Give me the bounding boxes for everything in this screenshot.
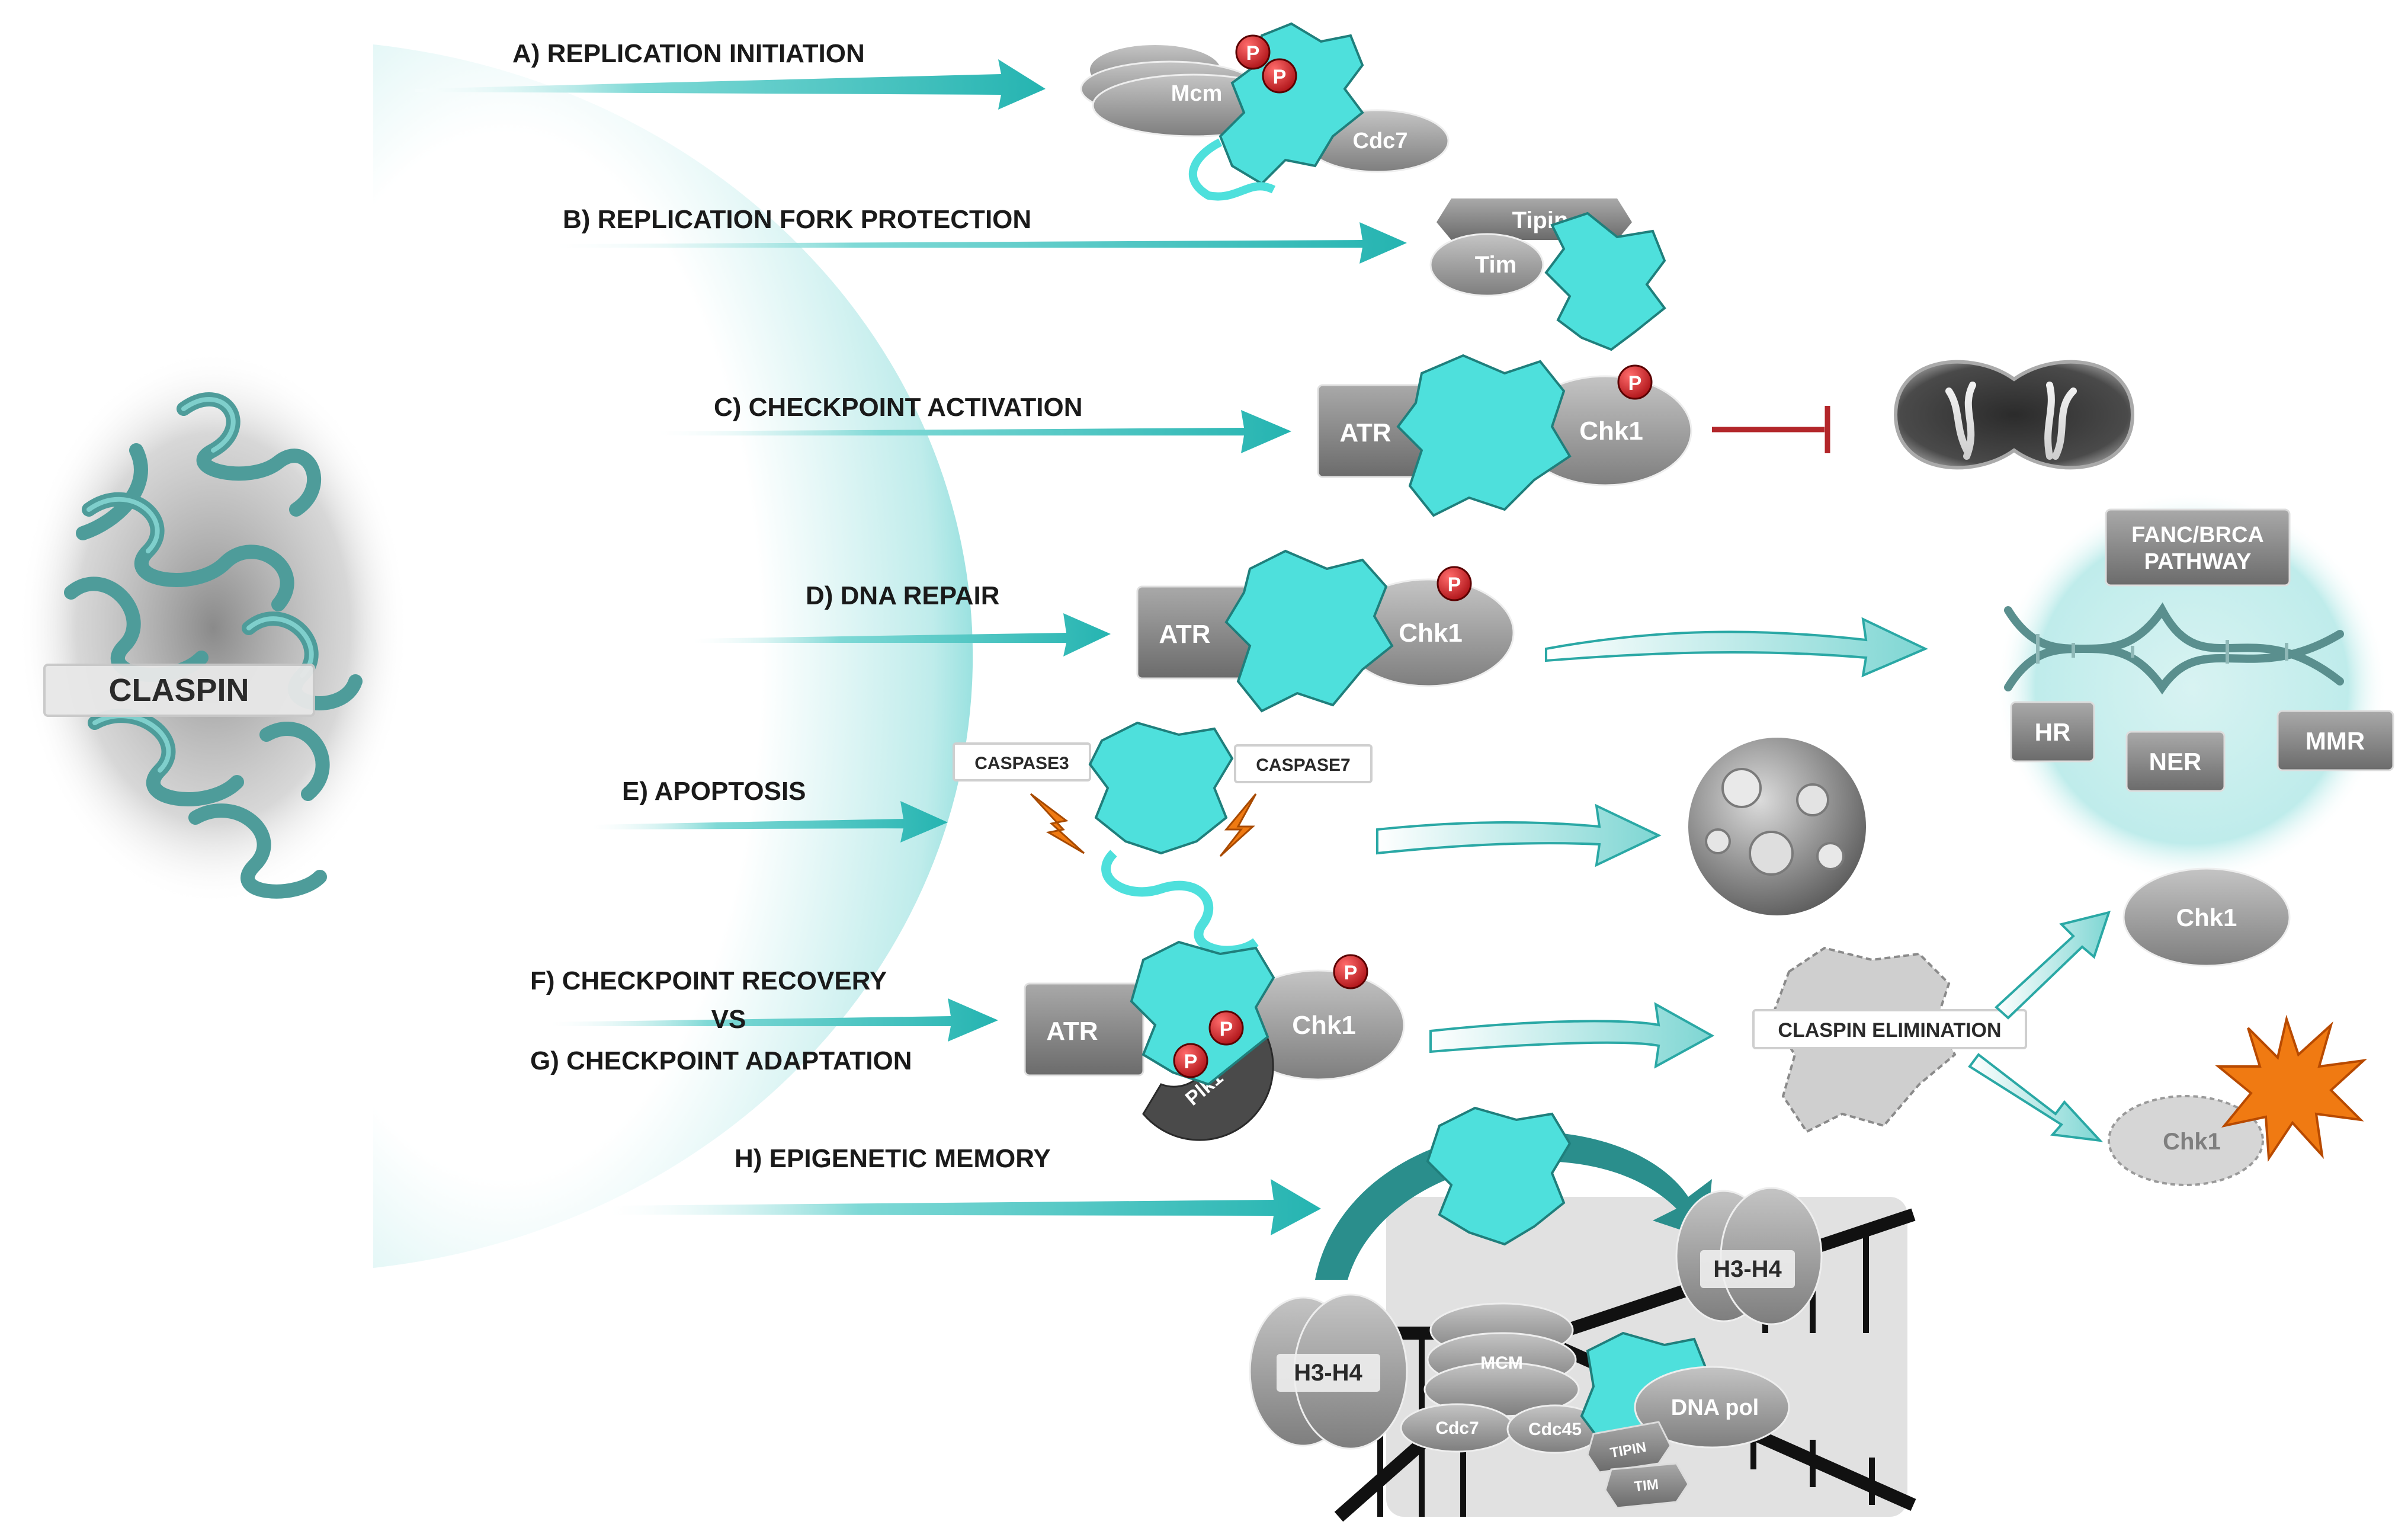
claspin-mini-d (1224, 549, 1394, 713)
to-chk1-arrow (1995, 911, 2111, 1020)
phospho-fg2-label: P (1184, 1050, 1198, 1073)
histone-transfer-arrow (1315, 1131, 1712, 1280)
hr-label: HR (2035, 718, 2071, 746)
cdc7-label-h: Cdc7 (1435, 1418, 1479, 1438)
claspin-mini-h (1426, 1106, 1572, 1246)
chk1-label-c: Chk1 (1579, 417, 1643, 446)
claspin-mini-a (1188, 22, 1364, 201)
tim-protein (1429, 233, 1544, 297)
apoptotic-cell (1688, 738, 1866, 915)
degradation-burst (2215, 1014, 2368, 1162)
repair-arrow (1545, 617, 1928, 678)
phospho-d-label: P (1448, 574, 1461, 596)
pathway-b-label: B) REPLICATION FORK PROTECTION (563, 205, 1031, 234)
chk1-label-d: Chk1 (1399, 619, 1463, 648)
atr-label-fg: ATR (1046, 1017, 1098, 1046)
histone-h3h4-left-label: H3-H4 (1294, 1360, 1362, 1386)
atr-label-c: ATR (1339, 418, 1391, 447)
phospho-c (1617, 364, 1653, 400)
inhibition-arrow (1712, 406, 1830, 453)
pathway-b-fork-protection: B) REPLICATION FORK PROTECTION Tipin Tim (557, 198, 1666, 351)
claspin-label: CLASPIN (108, 672, 249, 708)
pathway-e-label: E) APOPTOSIS (622, 777, 806, 806)
chk1-label-fg: Chk1 (1292, 1011, 1356, 1040)
pathway-g-label: G) CHECKPOINT ADAPTATION (530, 1046, 912, 1075)
chk1-degraded-label: Chk1 (2163, 1129, 2221, 1155)
apoptosis-arrow (1376, 803, 1662, 867)
tim-protein-h (1604, 1462, 1689, 1509)
mmr-label: MMR (2306, 727, 2365, 755)
repair-pathways: FANC/BRCA PATHWAY HR NER MMR (1996, 492, 2394, 883)
pathway-c-label: C) CHECKPOINT ACTIVATION (714, 393, 1083, 422)
mcm-label: Mcm (1171, 81, 1223, 106)
cdc7-label: Cdc7 (1353, 129, 1408, 153)
pathway-a-replication-initiation: A) REPLICATION INITIATION Mcm Cdc7 P P (415, 22, 1450, 201)
chk1-degraded (2108, 1095, 2264, 1186)
chk1-free (2122, 867, 2291, 967)
phospho-fg1-label: P (1220, 1018, 1233, 1040)
pathway-a-label: A) REPLICATION INITIATION (512, 39, 865, 68)
pathway-e-apoptosis: E) APOPTOSIS CASPASE3 CASPASE7 (592, 721, 1866, 956)
tim-label: Tim (1475, 252, 1516, 278)
pathway-h-epigenetic-memory: H) EPIGENETIC MEMORY H3-H4 H3-H (610, 1106, 1916, 1522)
claspin-structure: CLASPIN (18, 350, 409, 907)
pathway-fan (373, 44, 973, 1268)
mitotic-cell (1893, 360, 2135, 470)
phospho-c-label: P (1628, 372, 1642, 395)
phospho-a1 (1235, 34, 1271, 70)
fanc-brca-box (2105, 508, 2291, 587)
pathway-d-dna-repair: D) DNA REPAIR ATR Chk1 P FANC/BRCA PATHW… (693, 492, 2394, 883)
phospho-a2 (1262, 58, 1297, 94)
phospho-a1-label: P (1246, 42, 1260, 65)
pathway-fg-recovery-adaptation: F) CHECKPOINT RECOVERY VS G) CHECKPOINT … (530, 867, 2368, 1186)
phospho-fg3 (1333, 954, 1368, 989)
claspin-mini-c (1396, 354, 1572, 517)
mmr-box (2276, 710, 2394, 771)
fanc-brca-line1: FANC/BRCA (2131, 523, 2264, 547)
pathway-d-label: D) DNA REPAIR (806, 581, 1000, 610)
pathway-f-label: F) CHECKPOINT RECOVERY (530, 966, 887, 995)
claspin-elimination-box (1752, 1009, 2027, 1049)
tim-label-h: TIM (1633, 1476, 1659, 1495)
claspin-mini-fg (1130, 940, 1275, 1086)
pathway-c-checkpoint-activation: C) CHECKPOINT ACTIVATION ATR Chk1 P (658, 354, 2135, 517)
claspin-mini-e (1088, 721, 1259, 956)
atr-protein-fg (1024, 982, 1144, 1077)
ner-label: NER (2149, 748, 2202, 776)
elimination-arrow (1429, 1002, 1715, 1069)
cdc45-label: Cdc45 (1528, 1420, 1582, 1439)
to-degraded-chk1-arrow (1968, 1053, 2104, 1142)
phospho-d (1437, 566, 1472, 601)
claspin-elimination-label: CLASPIN ELIMINATION (1778, 1019, 2001, 1042)
phospho-fg3-label: P (1344, 962, 1358, 984)
ner-box (2125, 731, 2226, 792)
atr-label-d: ATR (1159, 620, 1210, 649)
phospho-fg2 (1173, 1043, 1208, 1078)
tipin-protein-h (1586, 1421, 1672, 1474)
phospho-a2-label: P (1273, 66, 1287, 88)
histone-h3h4-right-label: H3-H4 (1713, 1256, 1782, 1282)
dna-pol-protein (1634, 1366, 1790, 1449)
dna-helix (2004, 602, 2344, 695)
pathway-h-label: H) EPIGENETIC MEMORY (735, 1144, 1051, 1173)
caspase3-label: CASPASE3 (974, 754, 1069, 773)
cleavage-bolts (1030, 793, 1257, 857)
phospho-fg1 (1208, 1010, 1244, 1046)
caspase7-label: CASPASE7 (1256, 755, 1351, 775)
hr-box (2010, 701, 2095, 763)
caspase7-box (1234, 744, 1373, 783)
pathway-vs-label: VS (711, 1005, 746, 1034)
mcm-label-h: MCM (1480, 1353, 1523, 1373)
dna-pol-label: DNA pol (1671, 1395, 1759, 1420)
chk1-free-label: Chk1 (2176, 904, 2237, 931)
claspin-mini-b (1544, 212, 1666, 351)
fanc-brca-line2: PATHWAY (2144, 549, 2252, 574)
